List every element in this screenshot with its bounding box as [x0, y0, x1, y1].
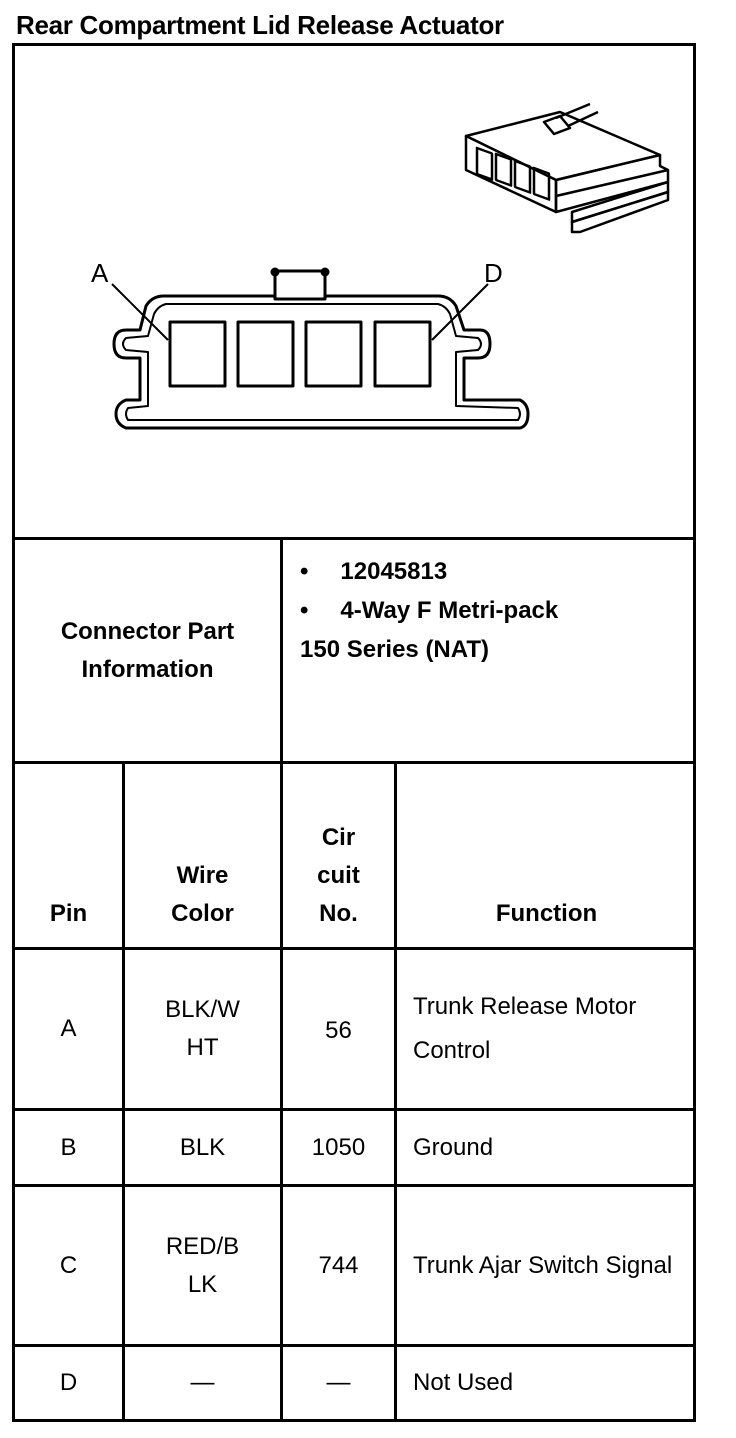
- part-number: 12045813: [340, 558, 448, 585]
- row-d-function: Not Used: [413, 1369, 514, 1396]
- cavity-a: [168, 320, 227, 388]
- header-wire-color: Wire Color: [171, 862, 234, 927]
- divider-row-a: [12, 1108, 696, 1111]
- row-c-pin: C: [59, 1251, 78, 1279]
- cavity-d: [373, 320, 432, 388]
- connector-table-frame: [12, 43, 696, 1422]
- row-a-wire-color: BLK/W HT: [165, 996, 240, 1061]
- row-a-function: Trunk Release Motor Control: [413, 993, 637, 1064]
- connector-info-label: Connector Part Information: [60, 617, 235, 683]
- page-title: Rear Compartment Lid Release Actuator: [16, 10, 504, 40]
- header-circuit-cell: Cir cuit No.: [283, 764, 394, 947]
- row-a-pin: A: [60, 1015, 77, 1042]
- row-a-wire-cell: BLK/W HT: [125, 950, 280, 1108]
- divider-row-b: [12, 1184, 696, 1187]
- connector-face-view: [111, 267, 530, 430]
- row-d-circuit: —: [326, 1369, 351, 1396]
- connector-diagram: A D: [91, 102, 670, 430]
- header-pin: Pin: [49, 900, 88, 927]
- row-c-wire-cell: RED/B LK: [125, 1187, 280, 1344]
- divider-info: [12, 761, 696, 764]
- row-b-pin: B: [60, 1133, 77, 1161]
- cavity-c: [304, 320, 363, 388]
- row-c-wire-color: RED/B LK: [165, 1232, 240, 1298]
- divider-header: [12, 947, 696, 950]
- row-c-circuit: 744: [318, 1251, 359, 1279]
- row-d-pin: D: [59, 1369, 78, 1396]
- header-wire-color-cell: Wire Color: [125, 764, 280, 947]
- info-bullet-2: •4-Way F Metri-pack: [300, 597, 559, 624]
- header-function: Function: [495, 900, 598, 927]
- cavity-b: [236, 320, 295, 388]
- connector-3d-icon: [464, 102, 670, 234]
- divider-col-1: [122, 761, 125, 1422]
- row-b-function: Ground: [413, 1133, 494, 1161]
- divider-col-3: [394, 761, 397, 1422]
- divider-row-c: [12, 1344, 696, 1347]
- row-c-function: Trunk Ajar Switch Signal: [413, 1251, 673, 1279]
- connector-type: 4-Way F Metri-pack: [340, 597, 559, 624]
- divider-col-2: [280, 537, 283, 1422]
- pin-label-d: D: [484, 258, 503, 288]
- row-d-wire-color: —: [190, 1369, 215, 1396]
- row-b-wire-color: BLK: [179, 1133, 226, 1161]
- info-bullet-1: •12045813: [300, 558, 448, 585]
- connector-info-label-cell: Connector Part Information: [15, 540, 280, 761]
- header-circuit: Cir cuit No.: [317, 824, 360, 927]
- row-a-circuit: 56: [325, 1017, 352, 1044]
- pin-label-a: A: [91, 258, 109, 288]
- row-b-circuit: 1050: [311, 1133, 366, 1161]
- connector-series: 150 Series (NAT): [300, 636, 489, 663]
- divider-diagram: [12, 537, 696, 540]
